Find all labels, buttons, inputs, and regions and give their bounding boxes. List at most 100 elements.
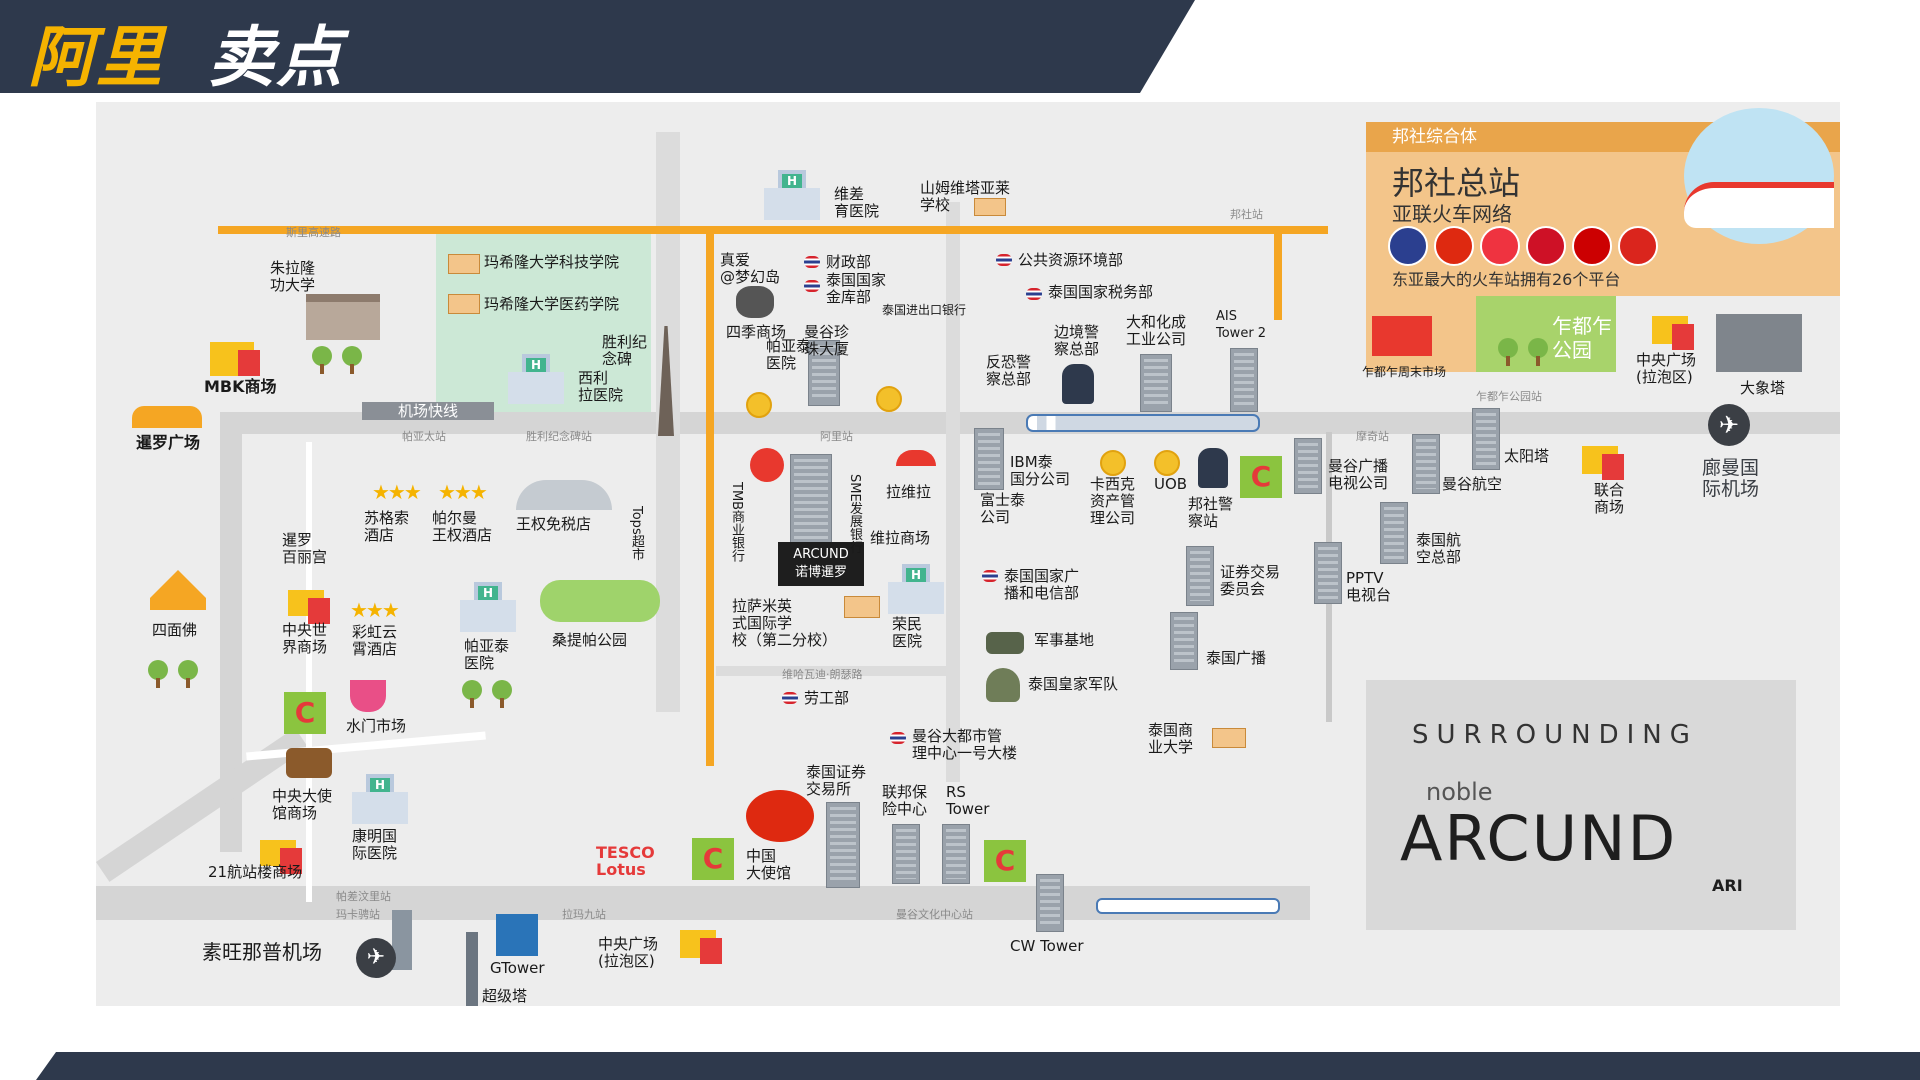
place-military-base: 军事基地 <box>1034 631 1095 649</box>
orange-line-bangsue <box>1274 226 1282 320</box>
place-siam-paragon: 暹罗 百丽宫 <box>282 531 328 566</box>
noble-around-tower <box>790 454 832 552</box>
place-border-police: 边境警 察总部 <box>1054 323 1100 358</box>
orange-line-vertical <box>706 226 714 766</box>
tree-icon <box>146 660 170 688</box>
place-terminal21: 21航站楼商场 <box>208 863 303 881</box>
panel-flags <box>1388 226 1668 266</box>
place-central-rama9: 中央广场 (拉泡区) <box>598 935 659 970</box>
place-tesco: TESCO Lotus <box>596 843 655 879</box>
panel-title: 邦社总站 <box>1392 164 1521 202</box>
train-icon <box>1684 182 1834 228</box>
surrounding-title: SURROUNDING <box>1412 720 1698 750</box>
big-c-icon: C <box>692 838 734 880</box>
soldier-icon <box>986 668 1020 702</box>
place-chatuchak-market: 乍都乍周末市场 <box>1362 365 1447 379</box>
place-revenue-dept: 泰国国家税务部 <box>1048 283 1154 301</box>
place-export-bank: 泰国进出口银行 <box>882 303 967 317</box>
tree-icon <box>1526 338 1550 366</box>
place-west-hospital: 西利 拉医院 <box>578 369 624 404</box>
tower-icon <box>1170 612 1198 670</box>
dress-icon <box>350 680 386 712</box>
tree-icon <box>490 680 514 708</box>
place-bumrungrad: 康明国 际医院 <box>352 827 398 862</box>
panel-subtitle: 亚联火车网络 <box>1392 202 1512 226</box>
place-set: 泰国证券 交易所 <box>806 763 867 798</box>
book-icon <box>844 596 880 618</box>
place-chatuchak-park: 乍都乍 公园 <box>1552 314 1612 362</box>
market-icon <box>1372 316 1432 356</box>
surrounding-panel: SURROUNDING noble ARCUND ARI <box>1366 680 1796 930</box>
coin-icon <box>1100 450 1126 476</box>
place-siam-square: 暹罗广场 <box>136 433 201 452</box>
coin-icon <box>876 386 902 412</box>
brand-small: noble <box>1426 778 1493 806</box>
big-c-icon: C <box>984 840 1026 882</box>
inner-road-3 <box>946 202 960 782</box>
place-sme-bank: SME发展银行 <box>847 474 862 554</box>
chatuchak-park-zone <box>1476 296 1616 372</box>
caltex-icon <box>750 448 784 482</box>
place-king-power: 王权免税店 <box>516 515 592 533</box>
place-villa-mall: 维拉商场 <box>870 529 931 547</box>
place-finance-ministry: 财政部 <box>826 253 872 271</box>
place-mahidol-tech: 玛希隆大学科技学院 <box>484 253 620 271</box>
badge-brand: ARCUND <box>793 547 849 562</box>
tower-icon <box>1036 874 1064 932</box>
place-rainbow-hotel: 彩虹云 霄酒店 <box>352 623 398 658</box>
gtower-icon <box>496 914 538 956</box>
big-c-icon: C <box>284 692 326 734</box>
super-tower-icon <box>466 932 478 1006</box>
tower-icon <box>1186 546 1214 606</box>
china-flag-icon <box>746 790 814 842</box>
place-rs-tower: RS Tower <box>946 783 990 818</box>
tower-icon <box>1140 354 1172 412</box>
place-police-hospital: 荣民 医院 <box>892 615 923 650</box>
thai-flag-icon <box>782 692 798 704</box>
tower-icon <box>892 824 920 884</box>
tank-icon <box>986 632 1024 654</box>
station-cultural-center: 曼谷文化中心站 <box>896 908 973 921</box>
place-central-embassy: 中央大使 馆商场 <box>272 787 333 822</box>
coin-icon <box>746 392 772 418</box>
place-royal-army: 泰国皇家军队 <box>1028 675 1119 693</box>
place-sun-tower: 太阳塔 <box>1504 447 1550 465</box>
country-flag-icon <box>1618 226 1658 266</box>
place-cw-tower: CW Tower <box>1010 937 1084 955</box>
place-lavila: 拉维拉 <box>886 483 932 501</box>
thai-flag-icon <box>996 254 1012 266</box>
book-icon <box>974 198 1006 216</box>
shopping-bag-icon <box>680 930 722 964</box>
badge-name: 诺博暹罗 <box>794 565 847 580</box>
place-victory-monument: 胜利纪 念碑 <box>602 333 648 368</box>
place-uob: UOB <box>1154 475 1188 493</box>
place-embassy: 中国 大使馆 <box>746 847 792 882</box>
shopping-bag-icon <box>1582 446 1624 480</box>
map-canvas: 斯里高速路 机场快线 帕亚太站 胜利纪念碑站 阿里站 摩奇站 邦社站 乍都乍公园… <box>96 102 1840 1006</box>
shopping-bag-icon <box>288 590 330 624</box>
place-zhenai: 真爱 @梦幻岛 <box>720 251 781 286</box>
book-icon <box>448 254 480 274</box>
police-icon <box>1198 448 1228 488</box>
station-phaya-thai: 帕亚太站 <box>402 430 446 443</box>
tower-icon <box>392 910 412 970</box>
place-dmk-airport: 廊曼国 际机场 <box>1702 457 1760 500</box>
tower-icon <box>1472 408 1500 470</box>
tower-icon <box>974 428 1004 490</box>
hotel-stars-icon: ★★★ <box>438 480 488 504</box>
thai-flag-icon <box>804 256 820 268</box>
erawan-shrine-icon <box>150 570 206 610</box>
place-sam-school: 山姆维塔亚莱 学校 <box>920 179 1011 214</box>
place-fuji: 富士泰 公司 <box>980 491 1026 526</box>
place-daiwa: 大和化成 工业公司 <box>1126 313 1187 348</box>
hospital-icon: H <box>508 354 564 404</box>
tower-icon <box>1314 542 1342 604</box>
coin-icon <box>1154 450 1180 476</box>
place-thai-airways: 泰国航 空总部 <box>1416 531 1462 566</box>
place-broadcast-dept: 泰国国家广 播和电信部 <box>1004 567 1080 602</box>
place-payasomsak: 帕亚泰 医院 <box>766 337 812 372</box>
place-treasury: 泰国国家 金库部 <box>826 271 887 306</box>
page-title-highlight: 阿里 <box>28 19 164 96</box>
dog-icon <box>736 286 774 318</box>
book-icon <box>1212 728 1246 748</box>
